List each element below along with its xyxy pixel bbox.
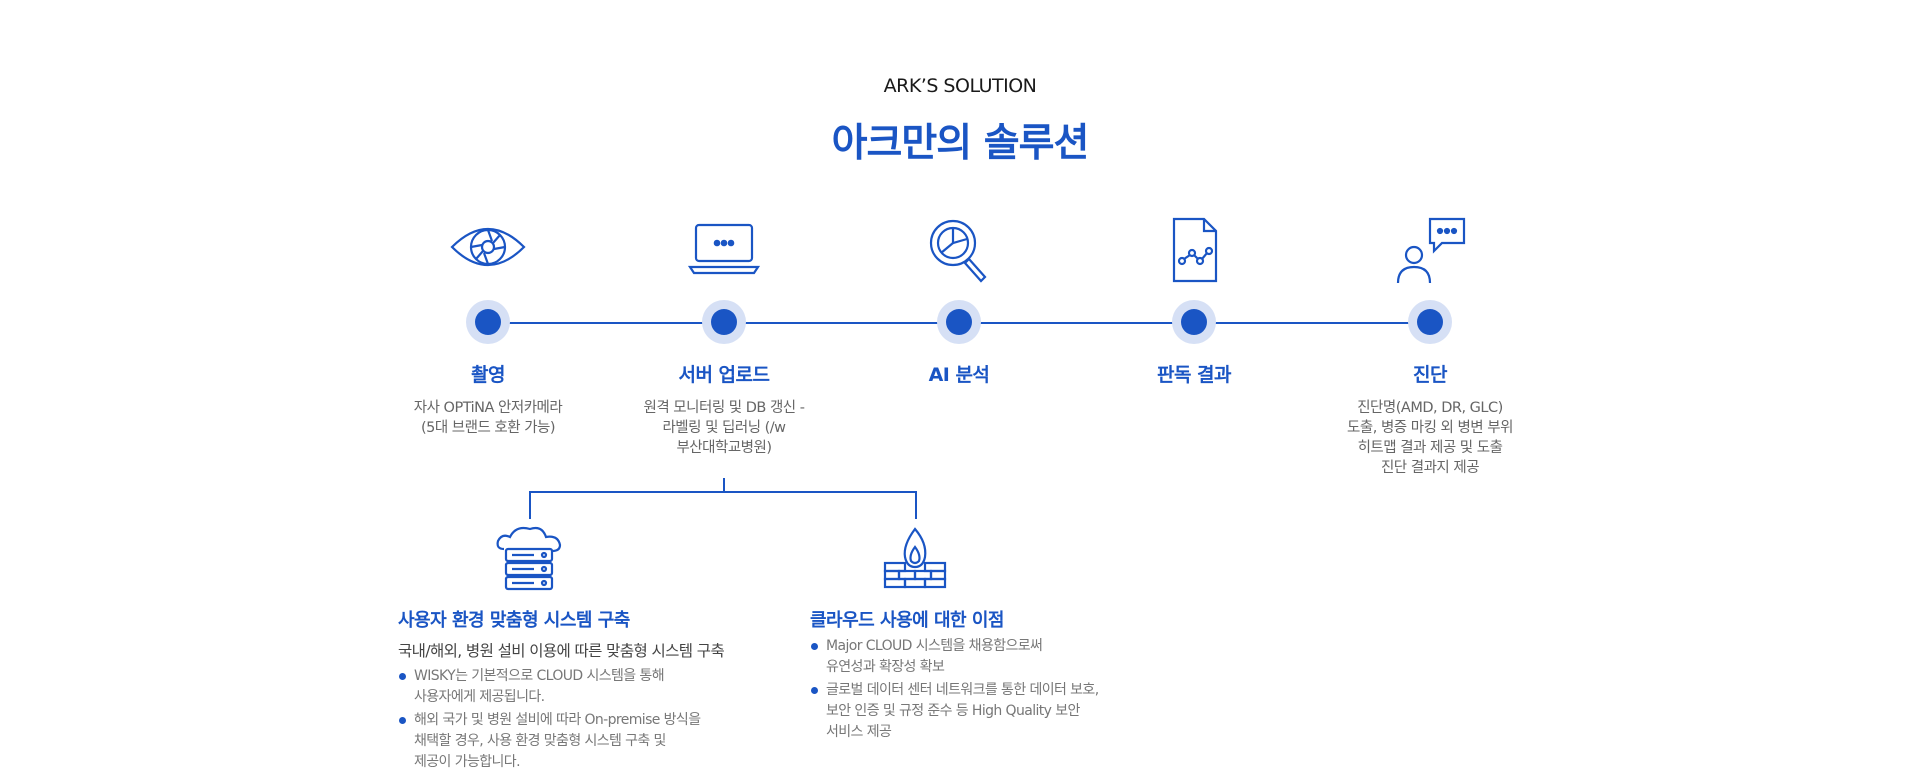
eye-icon: [450, 227, 526, 267]
magnifier-chart-icon: [929, 219, 987, 283]
document-graph-icon: [1172, 217, 1218, 283]
section-eyebrow: ARK’S SOLUTION: [883, 75, 1037, 97]
step-desc-capture: 자사 OPTiNA 안저카메라 (5대 브랜드 호환 가능): [413, 400, 563, 436]
timeline-dot-4: [1172, 300, 1216, 344]
section-title: 아크만의 솔루션: [831, 121, 1090, 166]
branch-stem: [723, 478, 725, 492]
branch-bar: [529, 491, 917, 493]
step-title-diagnosis: 진단: [1413, 364, 1447, 386]
branch-bullets-cloud-benefits: Major CLOUD 시스템을 채용함으로써 유연성과 확장성 확보 글로벌 …: [810, 636, 1190, 745]
timeline-dot-2: [702, 300, 746, 344]
list-item: Major CLOUD 시스템을 채용함으로써 유연성과 확장성 확보: [810, 636, 1190, 678]
step-title-ai-analysis: AI 분석: [928, 364, 990, 386]
timeline-dot-5: [1408, 300, 1452, 344]
person-chat-icon: [1396, 217, 1466, 284]
branch-bullets-custom-system: WISKY는 기본적으로 CLOUD 시스템을 통해 사용자에게 제공됩니다. …: [398, 666, 778, 775]
firewall-icon: [883, 527, 947, 589]
list-item: WISKY는 기본적으로 CLOUD 시스템을 통해 사용자에게 제공됩니다.: [398, 666, 778, 708]
timeline-dot-3: [937, 300, 981, 344]
step-title-capture: 촬영: [471, 364, 505, 386]
list-item: 해외 국가 및 병원 설비에 따라 On-premise 방식을 채택할 경우,…: [398, 710, 778, 773]
laptop-icon: [687, 223, 761, 275]
branch-title-custom-system: 사용자 환경 맞춤형 시스템 구축: [398, 610, 630, 631]
branch-right-drop: [915, 491, 917, 519]
branch-title-cloud-benefits: 클라우드 사용에 대한 이점: [810, 610, 1004, 631]
step-desc-diagnosis: 진단명(AMD, DR, GLC) 도출, 병증 마킹 외 병변 부위 히트맵 …: [1347, 400, 1513, 476]
list-item: 글로벌 데이터 센터 네트워크를 통한 데이터 보호, 보안 인증 및 규정 준…: [810, 680, 1190, 743]
branch-left-drop: [529, 491, 531, 519]
timeline-dot-1: [466, 300, 510, 344]
step-title-upload: 서버 업로드: [678, 364, 770, 386]
step-title-result: 판독 결과: [1156, 364, 1232, 386]
step-desc-upload: 원격 모니터링 및 DB 갱신 - 라벨링 및 딥러닝 (/w 부산대학교병원): [643, 400, 805, 456]
branch-lead-custom-system: 국내/해외, 병원 설비 이용에 따른 맞춤형 시스템 구축: [398, 642, 725, 660]
cloud-server-icon: [496, 526, 562, 591]
